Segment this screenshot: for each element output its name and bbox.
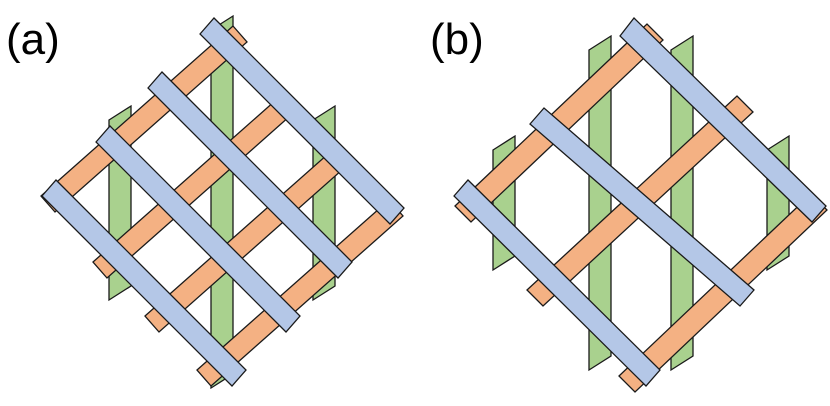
panel-b-descending-strip [453, 179, 661, 387]
panel-a-weave [40, 14, 405, 390]
panel-a-label: (a) [6, 15, 60, 64]
panel-a-descending-strip [199, 17, 405, 225]
panel-b-label: (b) [430, 15, 484, 64]
panel-b-vertical-strip [670, 34, 694, 372]
panel-a-descending-strip [41, 179, 247, 387]
panel-b-descending-strip [619, 17, 827, 223]
panel-b-descending-strip [529, 107, 755, 307]
panel-a-descending-strip [147, 71, 353, 279]
panel-b-ascending-strip [618, 193, 828, 393]
panel-a-descending-strip [95, 125, 301, 333]
panel-b-weave [453, 17, 828, 393]
